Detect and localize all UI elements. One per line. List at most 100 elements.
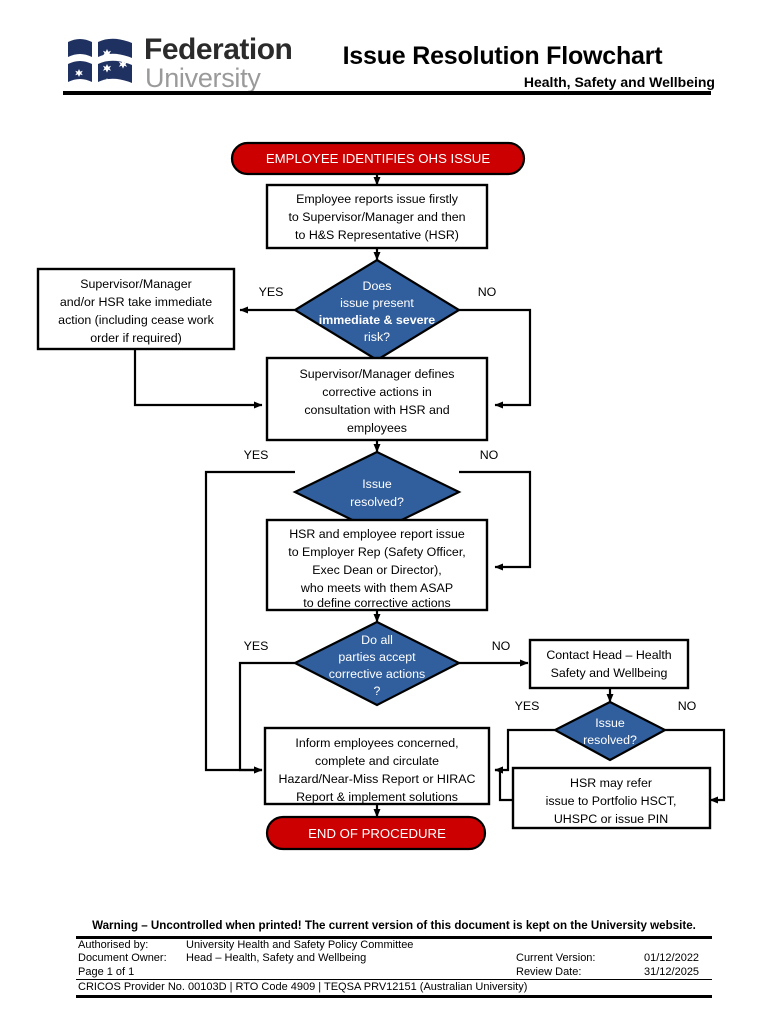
- p2-line-1: Supervisor/Manager: [80, 277, 192, 291]
- connector-d4-no: [665, 728, 726, 804]
- d2-no-label: NO: [480, 448, 499, 462]
- end-terminator-shape: [265, 815, 487, 851]
- d1-line-3: immediate & severe: [319, 313, 436, 327]
- document-header: Federation University Issue Resolution F…: [0, 0, 768, 100]
- footer-row-document-owner: Document Owner: Head – Health, Safety an…: [76, 952, 712, 965]
- node-contact-head-hsw[interactable]: Contact Head – Health Safety and Wellbei…: [528, 638, 690, 690]
- d1-no-label: NO: [478, 285, 497, 299]
- end-terminator-label: END OF PROCEDURE: [308, 826, 446, 841]
- d2-yes-label: YES: [244, 448, 269, 462]
- p1-box-shape: [265, 183, 489, 250]
- footer-value-current-version: 01/12/2022: [644, 952, 700, 965]
- logo-text-federation: Federation: [144, 33, 293, 66]
- d3-line-4: ?: [374, 684, 381, 698]
- d1-yes-label: YES: [259, 285, 284, 299]
- federation-university-logo: Federation University: [66, 34, 293, 93]
- footer-value-review-date: 31/12/2025: [644, 965, 700, 978]
- start-terminator-label: EMPLOYEE IDENTIFIES OHS ISSUE: [266, 151, 490, 166]
- footer-row-authorised-by: Authorised by: University Health and Saf…: [76, 939, 712, 952]
- node-decision-immediate-severe-risk[interactable]: Does issue present immediate & severe ri…: [292, 258, 462, 362]
- logo-text-university: University: [145, 63, 261, 93]
- d3-no-label: NO: [492, 639, 511, 653]
- p3-line-3: consultation with HSR and: [304, 403, 449, 417]
- p1-line-2: to Supervisor/Manager and then: [288, 210, 465, 224]
- d1-line-2: issue present: [340, 296, 414, 310]
- d1-line-1: Does: [363, 279, 392, 293]
- node-supervisor-defines-corrective-actions[interactable]: Supervisor/Manager defines corrective ac…: [265, 356, 489, 442]
- p2-line-2: and/or HSR take immediate: [60, 295, 212, 309]
- node-supervisor-immediate-action[interactable]: Supervisor/Manager and/or HSR take immed…: [36, 267, 236, 351]
- footer-warning: Warning – Uncontrolled when printed! The…: [92, 919, 696, 932]
- start-terminator-shape: [230, 141, 526, 176]
- p6-line-4: Report & implement solutions: [296, 790, 458, 804]
- p4-line-1: HSR and employee report issue: [289, 527, 465, 541]
- footer-label-page: Page 1 of 1: [78, 965, 135, 978]
- footer-row-page-number: Page 1 of 1 Review Date: 31/12/2025: [76, 966, 712, 979]
- connector-d1-no: [459, 308, 532, 409]
- connector-d2-no: [459, 470, 532, 571]
- p3-line-4: employees: [347, 421, 407, 435]
- footer-value-authorised-by: University Health and Safety Policy Comm…: [186, 939, 414, 951]
- footer-label-authorised-by: Authorised by:: [78, 939, 149, 951]
- document-footer: Warning – Uncontrolled when printed! The…: [0, 915, 768, 1005]
- connector-p2-to-p3: [133, 349, 263, 409]
- node-decision-parties-accept[interactable]: Do all parties accept corrective actions…: [292, 620, 462, 707]
- p2-box-shape: [36, 267, 236, 351]
- d1-line-4: risk?: [364, 330, 390, 344]
- logo-wordmark: Federation University: [144, 33, 344, 94]
- footer-metadata-table: Authorised by: University Health and Saf…: [76, 936, 712, 998]
- p1-line-3: to H&S Representative (HSR): [295, 228, 459, 242]
- p5-line-2: Safety and Wellbeing: [551, 666, 668, 680]
- d1-diamond-shape: [292, 258, 462, 362]
- d3-line-2: parties accept: [338, 650, 416, 664]
- d2-line-1: Issue: [362, 477, 392, 491]
- d3-yes-label: YES: [244, 639, 269, 653]
- p6-line-1: Inform employees concerned,: [295, 736, 458, 750]
- p7-box-shape: [511, 766, 712, 830]
- node-inform-employees-complete-report[interactable]: Inform employees concerned, complete and…: [263, 726, 491, 806]
- p7-line-3: UHSPC or issue PIN: [554, 812, 668, 826]
- connector-d3-yes: [238, 661, 295, 774]
- d3-diamond-shape: [292, 620, 462, 707]
- connector-d2-yes: [204, 470, 295, 774]
- issue-resolution-flowchart: EMPLOYEE IDENTIFIES OHS ISSUE Employee r…: [0, 110, 768, 870]
- p3-line-2: corrective actions in: [322, 385, 432, 399]
- flow-connectors: [133, 173, 726, 818]
- d2-line-2: resolved?: [350, 495, 404, 509]
- d4-line-1: Issue: [595, 716, 625, 730]
- footer-label-review-date: Review Date:: [516, 965, 582, 978]
- d4-yes-label: YES: [515, 699, 540, 713]
- flowchart-canvas: EMPLOYEE IDENTIFIES OHS ISSUE Employee r…: [36, 141, 726, 851]
- p4-line-2: to Employer Rep (Safety Officer,: [288, 545, 465, 559]
- header-divider: [63, 91, 711, 95]
- p2-line-3: action (including cease work: [58, 313, 214, 327]
- node-start-terminator[interactable]: EMPLOYEE IDENTIFIES OHS ISSUE: [230, 141, 526, 176]
- d4-no-label: NO: [678, 699, 697, 713]
- p6-line-2: complete and circulate: [315, 754, 439, 768]
- footer-cricos-line: CRICOS Provider No. 00103D | RTO Code 49…: [76, 979, 712, 995]
- p3-box-shape: [265, 356, 489, 442]
- d3-line-1: Do all: [361, 633, 393, 647]
- connector-p7-to-p6: [494, 766, 513, 802]
- node-decision-issue-resolved-2[interactable]: Issue resolved?: [552, 700, 668, 762]
- p3-line-1: Supervisor/Manager defines: [300, 367, 455, 381]
- node-end-terminator[interactable]: END OF PROCEDURE: [265, 815, 487, 851]
- p4-line-5: to define corrective actions: [303, 596, 450, 610]
- p4-line-4: who meets with them ASAP: [300, 581, 453, 595]
- footer-label-current-version: Current Version:: [516, 952, 596, 965]
- p2-line-4: order if required): [90, 331, 182, 345]
- d4-line-2: resolved?: [583, 733, 637, 747]
- footer-value-document-owner: Head – Health, Safety and Wellbeing: [186, 952, 367, 965]
- p7-line-1: HSR may refer: [570, 776, 652, 790]
- node-hsr-may-refer-issue[interactable]: HSR may refer issue to Portfolio HSCT, U…: [511, 766, 712, 830]
- page-subtitle: Health, Safety and Wellbeing: [523, 74, 715, 90]
- p1-line-1: Employee reports issue firstly: [296, 192, 459, 206]
- p7-line-2: issue to Portfolio HSCT,: [546, 794, 677, 808]
- page-title: Issue Resolution Flowchart: [342, 42, 663, 70]
- p6-line-3: Hazard/Near-Miss Report or HIRAC: [279, 772, 476, 786]
- node-employee-reports-issue[interactable]: Employee reports issue firstly to Superv…: [265, 183, 489, 250]
- node-hsr-report-to-employer-rep[interactable]: HSR and employee report issue to Employe…: [265, 518, 489, 612]
- university-flag-icon: [68, 38, 132, 86]
- connector-d4-yes: [494, 728, 555, 774]
